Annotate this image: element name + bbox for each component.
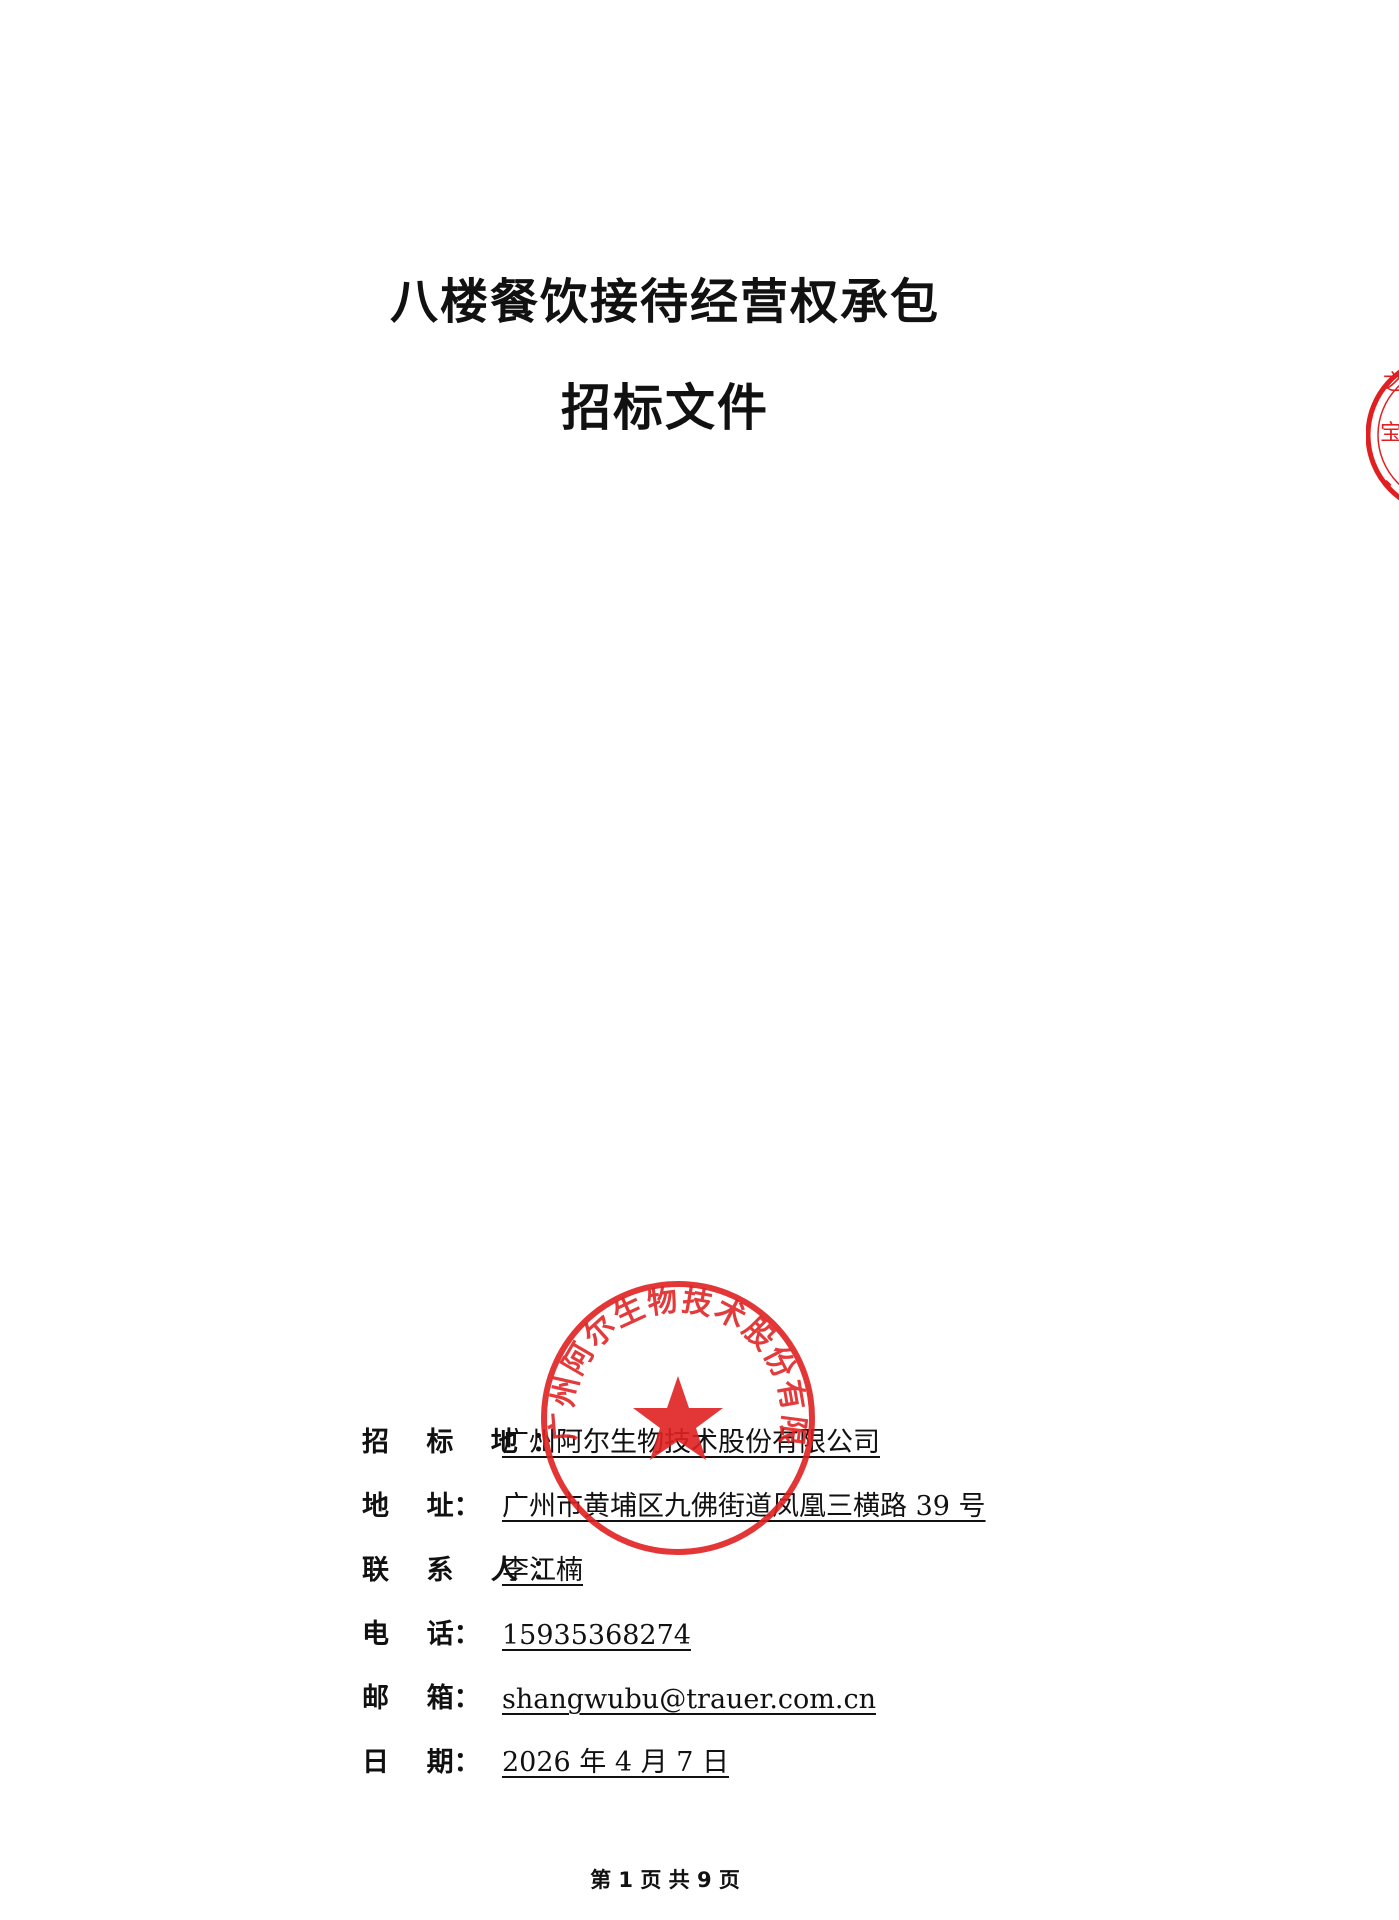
page-indicator: 第 1 页 共 9 页 — [590, 1868, 740, 1892]
label-date: 日 期： — [362, 1747, 481, 1778]
info-row-tender-place: 招 标 地： 广州阿尔生物技术股份有限公司 — [362, 1395, 1082, 1459]
info-row-date: 日 期： 2026 年 4 月 7 日 — [362, 1715, 1082, 1779]
label-tender-place: 招 标 地： — [362, 1427, 573, 1458]
value-tender-place: 广州阿尔生物技术股份有限公司 — [502, 1427, 880, 1458]
edge-seal-stamp: 之 宝 、 — [1366, 369, 1399, 501]
label-email: 邮 箱： — [362, 1683, 481, 1714]
tender-info-block: 招 标 地： 广州阿尔生物技术股份有限公司 地 址： 广州市黄埔区九佛街道凤凰三… — [362, 1395, 1082, 1779]
info-row-address: 地 址： 广州市黄埔区九佛街道凤凰三横路 39 号 — [362, 1459, 1082, 1523]
info-row-email: 邮 箱： shangwubu@trauer.com.cn — [362, 1651, 1082, 1715]
value-email[interactable]: shangwubu@trauer.com.cn — [502, 1684, 877, 1715]
value-address: 广州市黄埔区九佛街道凤凰三横路 39 号 — [502, 1491, 986, 1522]
value-date: 2026 年 4 月 7 日 — [502, 1747, 729, 1778]
info-row-contact: 联 系 人： 李江楠 — [362, 1523, 1082, 1587]
info-row-phone: 电 话： 15935368274 — [362, 1587, 1082, 1651]
label-address: 地 址： — [362, 1491, 481, 1522]
value-contact: 李江楠 — [502, 1555, 583, 1586]
document-subtitle: 招标文件 — [561, 379, 769, 437]
document-title: 八楼餐饮接待经营权承包 — [389, 274, 940, 330]
value-phone: 15935368274 — [502, 1620, 691, 1651]
label-phone: 电 话： — [362, 1619, 481, 1650]
svg-text:之: 之 — [1382, 371, 1399, 396]
svg-text:宝: 宝 — [1380, 421, 1399, 446]
label-contact: 联 系 人： — [362, 1555, 573, 1586]
svg-text:、: 、 — [1384, 466, 1399, 491]
